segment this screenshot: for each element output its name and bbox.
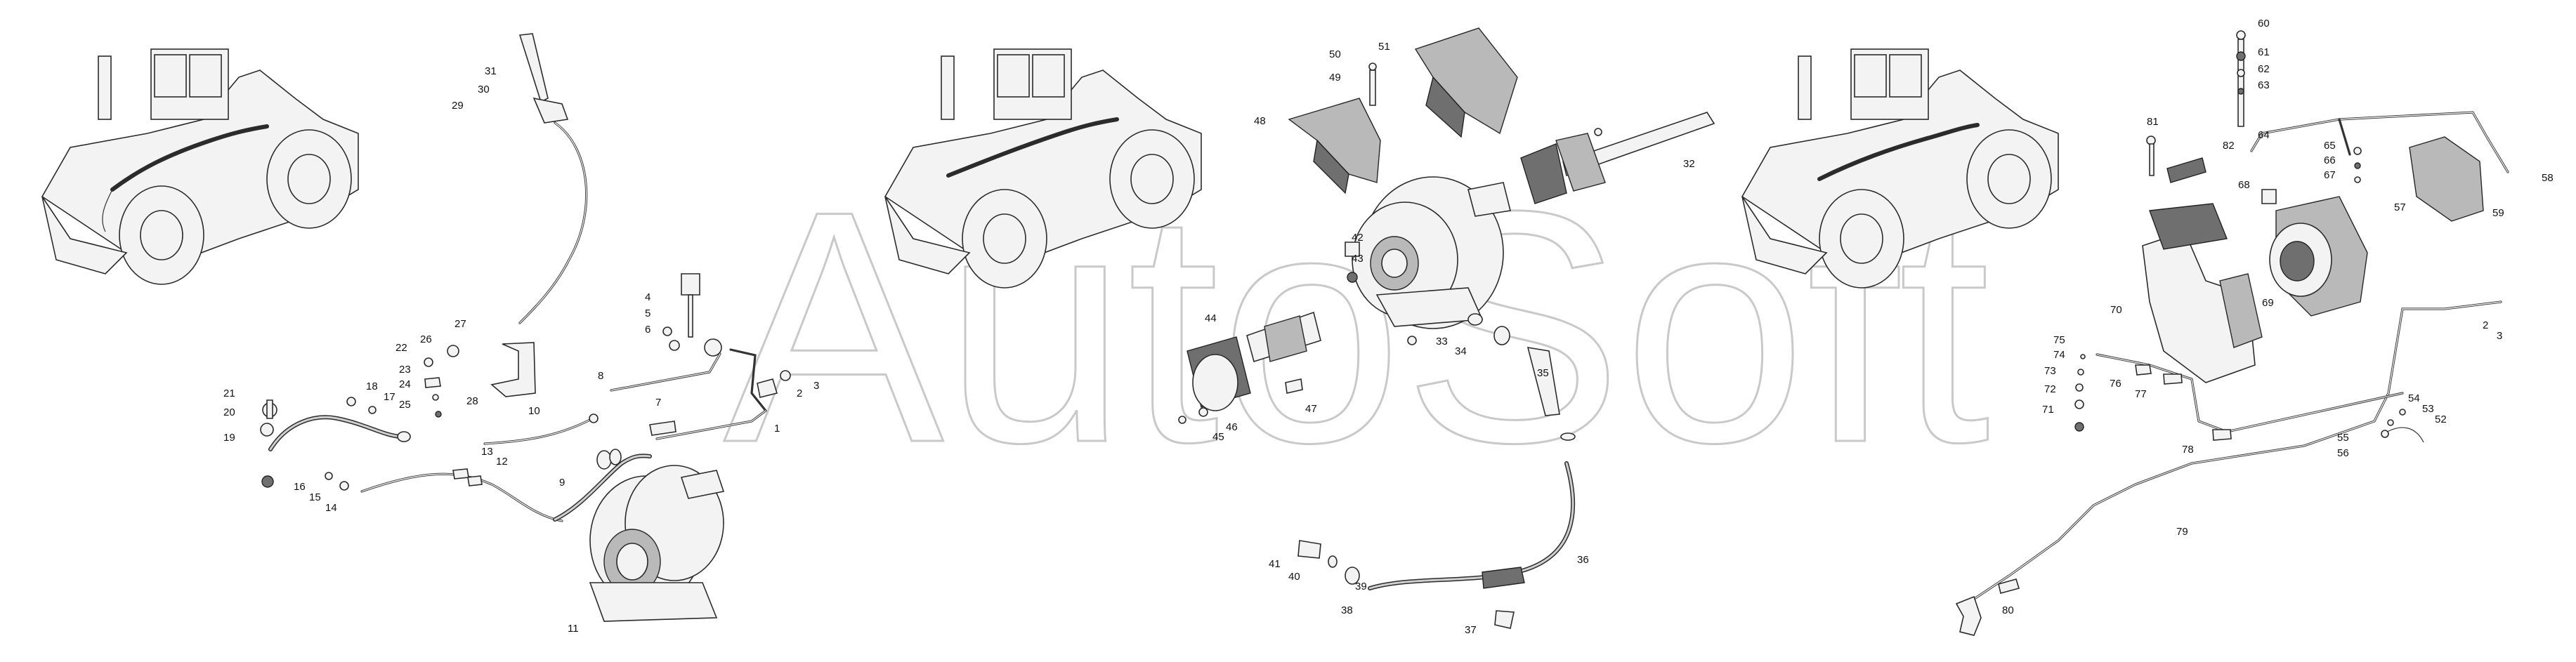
callout-55: 55: [2337, 432, 2349, 444]
callout-9: 9: [559, 477, 565, 489]
callout-50: 50: [1329, 48, 1341, 60]
callout-54: 54: [2408, 392, 2420, 404]
callout-32: 32: [1683, 158, 1695, 170]
callout-20: 20: [223, 406, 235, 418]
callout-5: 5: [645, 307, 650, 319]
callout-57: 57: [2394, 201, 2406, 213]
callout-2: 2: [2483, 319, 2488, 331]
pump-housing-69: [2269, 196, 2368, 317]
callout-7: 7: [655, 397, 661, 409]
callout-62: 62: [2258, 63, 2270, 75]
callout-19: 19: [223, 432, 235, 444]
main-gear-housing: [1352, 176, 1511, 329]
callout-35: 35: [1537, 367, 1549, 379]
callout-43: 43: [1352, 253, 1364, 265]
left-assembly: [260, 33, 791, 622]
callout-44: 44: [1205, 312, 1217, 324]
callout-48: 48: [1254, 115, 1266, 127]
callout-80: 80: [2002, 604, 2014, 616]
callout-24: 24: [399, 378, 411, 390]
callout-labels: 1234567891011121314151617181920212223242…: [223, 18, 2554, 636]
callout-81: 81: [2147, 116, 2159, 128]
callout-12: 12: [496, 456, 508, 468]
gearbox-11: [589, 449, 725, 622]
callout-21: 21: [223, 388, 235, 399]
right-assembly: [1955, 30, 2509, 636]
callout-64: 64: [2258, 129, 2270, 141]
callout-76: 76: [2110, 378, 2121, 390]
tractor-thumbnail-right: [1741, 48, 2059, 289]
callout-73: 73: [2044, 365, 2056, 377]
callout-16: 16: [294, 481, 306, 493]
callout-60: 60: [2258, 18, 2270, 29]
callout-40: 40: [1288, 571, 1300, 583]
callout-79: 79: [2176, 526, 2188, 538]
callout-36: 36: [1577, 554, 1589, 566]
callout-77: 77: [2135, 388, 2147, 400]
callout-13: 13: [481, 446, 493, 458]
callout-11: 11: [568, 623, 579, 635]
callout-41: 41: [1269, 558, 1281, 570]
callout-25: 25: [399, 399, 411, 411]
callout-30: 30: [478, 84, 490, 95]
callout-28: 28: [466, 395, 478, 407]
callout-67: 67: [2324, 169, 2336, 181]
callout-8: 8: [598, 370, 603, 382]
callout-10: 10: [528, 405, 540, 417]
callout-38: 38: [1341, 604, 1353, 616]
callout-82: 82: [2223, 140, 2235, 152]
callout-68: 68: [2238, 179, 2250, 191]
callout-18: 18: [366, 380, 378, 392]
universal-joint-44: [1186, 311, 1321, 411]
callout-66: 66: [2324, 154, 2336, 166]
callout-52: 52: [2435, 413, 2447, 425]
callout-49: 49: [1329, 72, 1341, 84]
callout-27: 27: [455, 318, 466, 330]
callout-71: 71: [2042, 404, 2054, 416]
callout-61: 61: [2258, 46, 2270, 58]
callout-58: 58: [2542, 172, 2554, 184]
callout-26: 26: [420, 333, 432, 345]
callout-23: 23: [399, 364, 411, 376]
callout-70: 70: [2110, 304, 2122, 316]
callout-34: 34: [1455, 345, 1467, 357]
callout-65: 65: [2324, 140, 2336, 152]
callout-3: 3: [813, 380, 819, 392]
callout-53: 53: [2422, 403, 2434, 415]
callout-46: 46: [1226, 421, 1238, 433]
tractor-thumbnail-middle: [884, 48, 1202, 289]
middle-assembly: [1178, 27, 1715, 629]
callout-59: 59: [2492, 207, 2504, 219]
tractor-thumbnail-left: [41, 48, 359, 285]
callout-63: 63: [2258, 79, 2270, 91]
callout-69: 69: [2262, 297, 2274, 309]
callout-45: 45: [1212, 431, 1224, 443]
callout-3: 3: [2497, 330, 2502, 342]
callout-1: 1: [774, 423, 780, 435]
callout-22: 22: [395, 342, 407, 354]
callout-4: 4: [645, 291, 650, 303]
callout-37: 37: [1465, 624, 1477, 636]
callout-42: 42: [1352, 232, 1364, 244]
callout-74: 74: [2053, 349, 2065, 361]
callout-75: 75: [2053, 334, 2065, 346]
callout-31: 31: [485, 65, 497, 77]
callout-51: 51: [1378, 41, 1390, 53]
callout-72: 72: [2044, 383, 2056, 395]
callout-2: 2: [797, 388, 802, 399]
callout-78: 78: [2182, 444, 2194, 456]
callout-14: 14: [325, 502, 337, 514]
callout-56: 56: [2337, 447, 2349, 459]
callout-15: 15: [309, 491, 321, 503]
callout-33: 33: [1436, 336, 1448, 347]
callout-29: 29: [452, 100, 464, 112]
callout-17: 17: [384, 391, 395, 403]
callout-47: 47: [1305, 403, 1317, 415]
callout-39: 39: [1355, 581, 1367, 593]
callout-6: 6: [645, 324, 650, 336]
